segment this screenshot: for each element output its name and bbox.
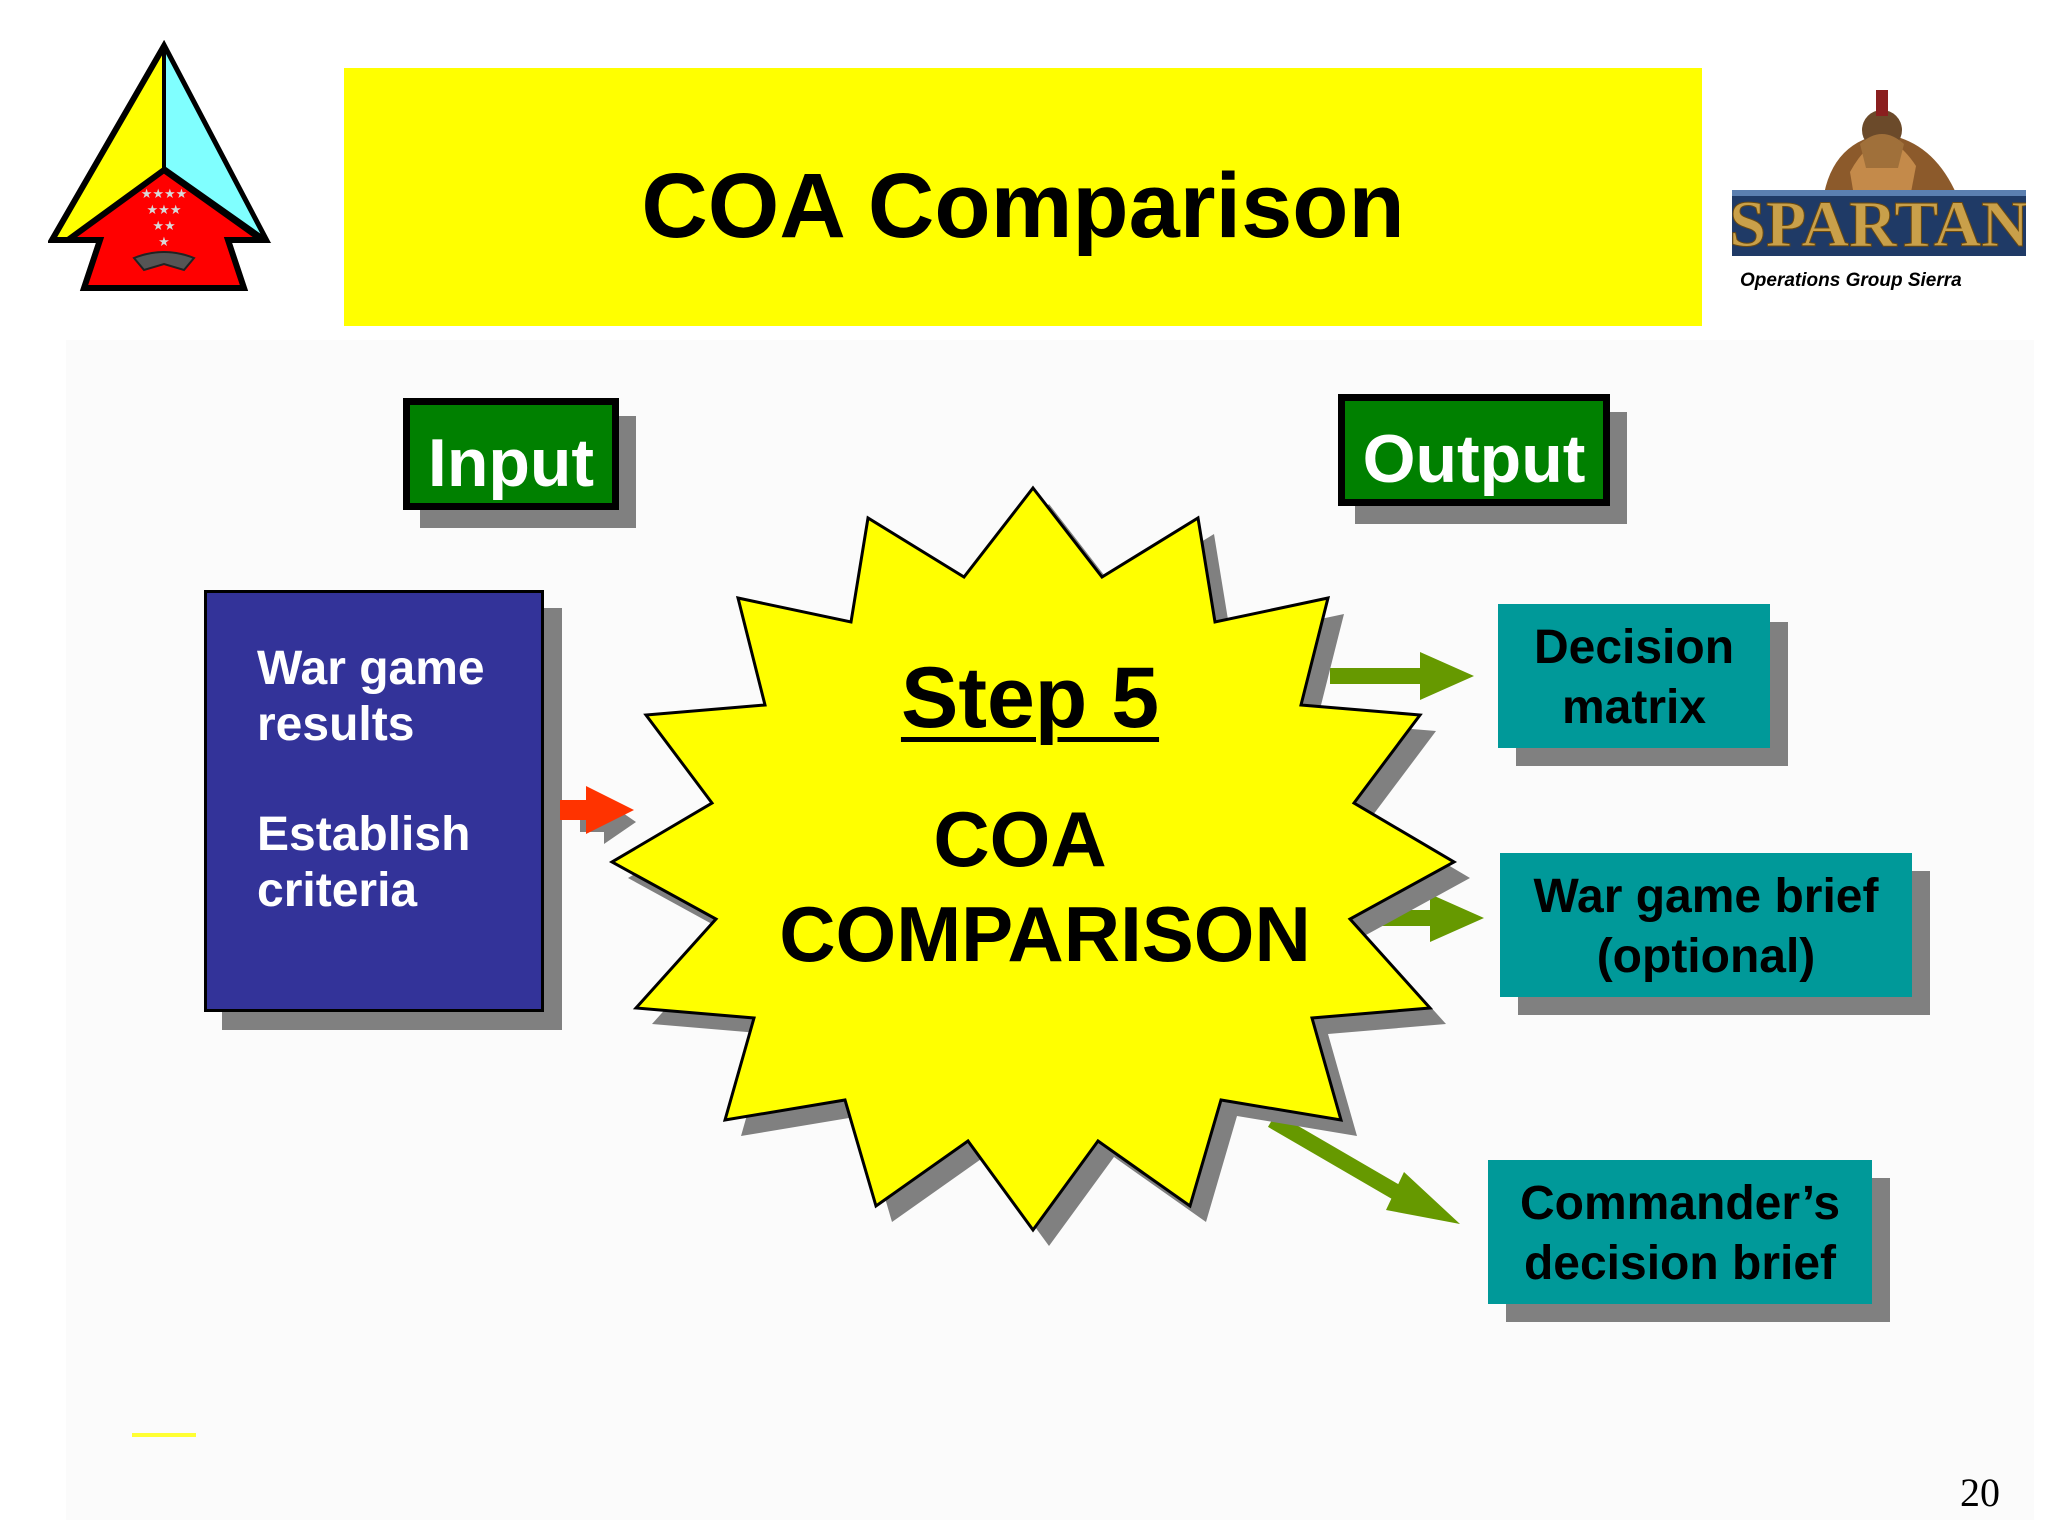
output-box-line: decision brief	[1523, 1237, 1837, 1290]
war-game-brief-box: War game brief (optional)	[1500, 853, 1912, 997]
svg-text:★★★★: ★★★★	[141, 187, 188, 202]
commanders-brief-box: Commander’s decision brief	[1488, 1160, 1872, 1304]
output-label-text: Output	[1362, 421, 1586, 497]
input-box-line: results	[257, 698, 415, 751]
input-label: Input	[403, 398, 619, 510]
input-label-text: Input	[427, 425, 595, 501]
decision-matrix-box: Decision matrix	[1498, 604, 1770, 748]
star-line-comparison: COMPARISON	[779, 890, 1311, 978]
triangle-emblem-icon: ★★★★ ★★★ ★★ ★	[48, 40, 272, 291]
right-arrow-icon	[1360, 894, 1484, 942]
output-box-line: Commander’s	[1519, 1177, 1841, 1230]
starburst-icon	[608, 485, 1458, 1233]
right-arrow-icon	[560, 786, 634, 834]
output-box-line: Decision	[1533, 621, 1735, 674]
slide-title: COA Comparison	[641, 155, 1405, 257]
output-box-line: (optional)	[1596, 930, 1816, 983]
input-box-line: Establish	[257, 808, 471, 861]
step-label: Step 5	[900, 650, 1160, 746]
output-label: Output	[1338, 394, 1610, 506]
page-number: 20	[1960, 1470, 2000, 1515]
input-box: War game results Establish criteria	[204, 590, 544, 1012]
title-banner: COA Comparison	[344, 68, 1702, 326]
output-box-line: matrix	[1561, 681, 1707, 734]
decorative-dash	[132, 1433, 196, 1437]
star-line-coa: COA	[933, 795, 1107, 883]
svg-text:★: ★	[158, 235, 170, 250]
input-box-line: criteria	[257, 864, 418, 917]
spartan-logo: SPARTAN	[1732, 90, 2026, 262]
spartan-wordmark: SPARTAN	[1732, 188, 2026, 261]
svg-text:★★★: ★★★	[147, 203, 182, 218]
right-arrow-icon	[1330, 652, 1474, 700]
right-arrow-icon	[1267, 1113, 1460, 1224]
spartan-caption: Operations Group Sierra	[1740, 270, 1962, 291]
output-box-line: War game brief	[1533, 870, 1879, 923]
svg-text:★★: ★★	[152, 219, 175, 234]
input-box-line: War game	[257, 642, 485, 695]
